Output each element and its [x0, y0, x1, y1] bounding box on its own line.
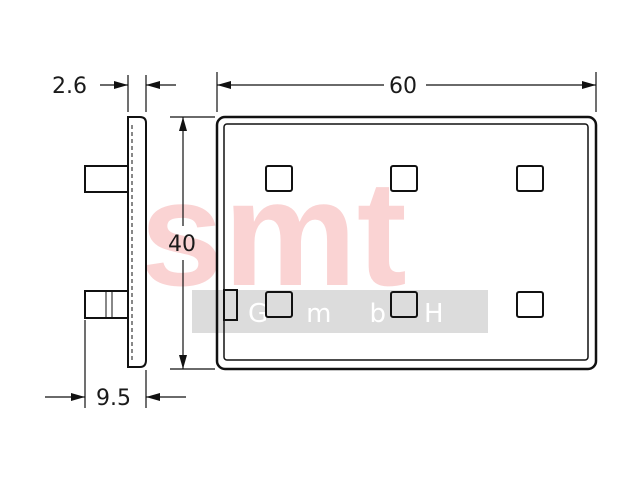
dimension-depth: 9.5 [45, 320, 186, 411]
dimension-label-40: 40 [168, 232, 196, 257]
hole-6 [516, 291, 544, 318]
hole-4 [265, 291, 293, 318]
watermark: smt GmbH [140, 149, 488, 333]
side-peg-top [84, 165, 129, 193]
dimension-thickness: 2.6 [52, 74, 176, 112]
edge-tab [223, 289, 238, 321]
dimension-label-2-6: 2.6 [52, 74, 87, 99]
front-view [215, 115, 598, 371]
hole-5 [390, 291, 418, 318]
dimension-height: 40 [168, 116, 215, 370]
front-plate-inner [223, 123, 589, 361]
dimension-label-60: 60 [389, 74, 417, 99]
watermark-band [192, 290, 488, 333]
hole-2 [390, 165, 418, 192]
watermark-sub: GmbH [248, 299, 482, 329]
dimension-label-9-5: 9.5 [96, 386, 131, 411]
hole-3 [516, 165, 544, 192]
side-plate [127, 116, 147, 368]
watermark-brand: smt [140, 149, 407, 317]
front-plate-outer [215, 115, 598, 371]
dimension-width: 60 [216, 72, 597, 112]
side-view [84, 116, 147, 368]
hole-1 [265, 165, 293, 192]
